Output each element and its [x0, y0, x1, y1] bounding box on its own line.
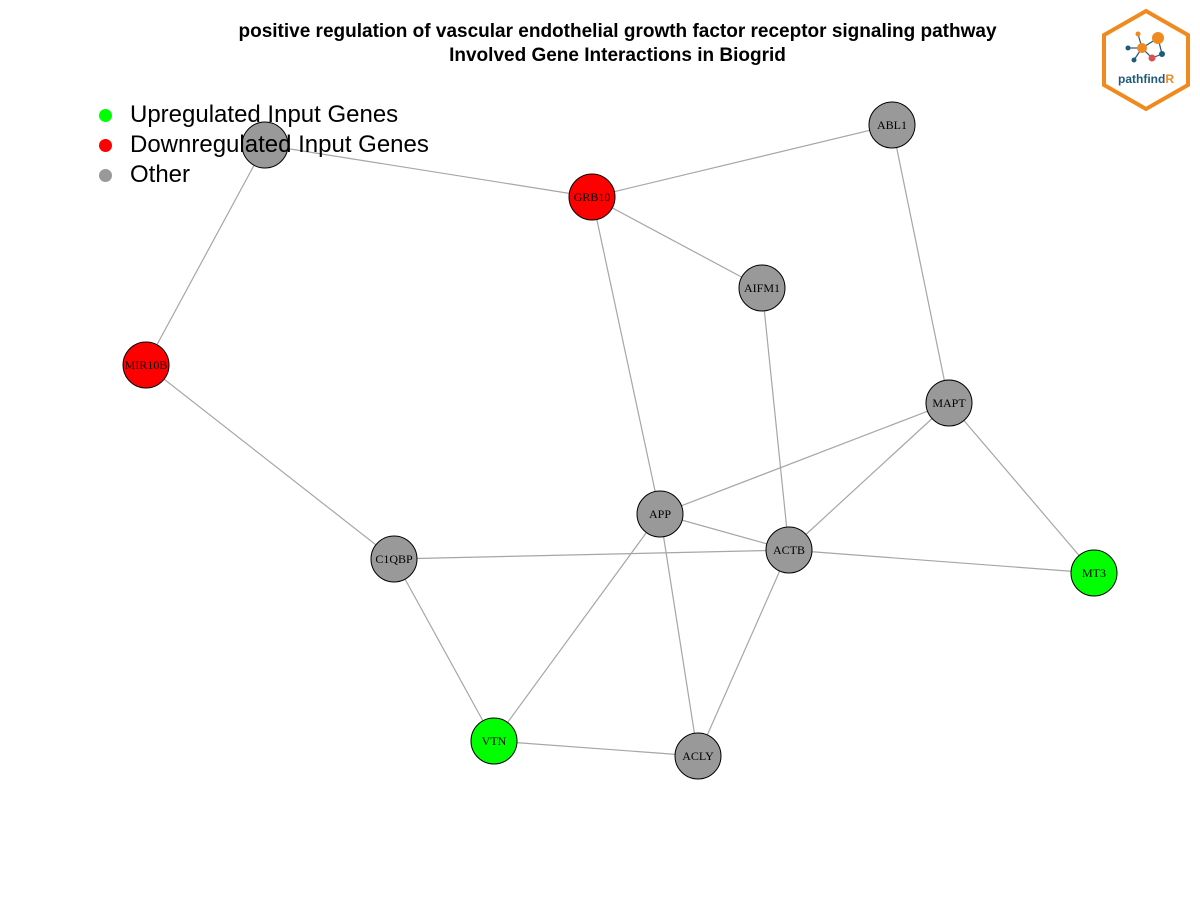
title-line-1: positive regulation of vascular endothel… — [238, 21, 997, 42]
network-hexagon-icon — [1102, 8, 1190, 112]
edge-mapt-actb — [788, 402, 950, 551]
edge-mapt-app — [659, 402, 950, 515]
node-aifm1: AIFM1 — [738, 264, 786, 312]
node-label-abl1: ABL1 — [877, 118, 907, 132]
node-c1qbp: C1QBP — [370, 535, 418, 583]
edge-app-acly — [659, 513, 699, 757]
edge-app-vtn — [493, 513, 661, 742]
legend-dot-up — [99, 108, 112, 122]
legend-item-down: Downregulated Input Genes — [96, 130, 429, 160]
logo-text-main: pathfind — [1118, 72, 1166, 86]
node-label-actb: ACTB — [773, 543, 805, 557]
edge-c1qbp-vtn — [393, 558, 495, 742]
node-circle-mir10b — [122, 341, 170, 389]
node-circle-aifm1 — [738, 264, 786, 312]
logo-text: pathfindR — [1100, 72, 1192, 86]
node-circle-hidden — [241, 121, 289, 169]
edge-hidden-mir10b — [145, 144, 266, 366]
edge-grb10-app — [591, 196, 661, 515]
node-hidden — [241, 121, 289, 169]
node-mapt: MAPT — [925, 379, 973, 427]
edge-actb-mt3 — [788, 549, 1095, 574]
node-label-grb10: GRB10 — [574, 190, 611, 204]
node-circle-grb10 — [568, 173, 616, 221]
node-label-mapt: MAPT — [932, 396, 966, 410]
node-label-mir10b: MIR10B — [125, 358, 168, 372]
legend-label-up: Upregulated Input Genes — [130, 101, 399, 128]
edge-actb-acly — [697, 549, 790, 757]
node-acly: ACLY — [674, 732, 722, 780]
edge-aifm1-actb — [761, 287, 790, 551]
edge-abl1-mapt — [891, 124, 950, 404]
node-circle-mt3 — [1070, 549, 1118, 597]
legend-dot-down — [99, 138, 112, 152]
legend-label-other: Other — [130, 161, 191, 188]
legend-item-up: Upregulated Input Genes — [96, 100, 429, 130]
legend-item-other: Other — [96, 160, 429, 190]
node-label-mt3: MT3 — [1082, 566, 1106, 580]
edge-mapt-mt3 — [948, 402, 1095, 574]
node-circle-vtn — [470, 717, 518, 765]
node-circle-abl1 — [868, 101, 916, 149]
edge-hidden-grb10 — [264, 144, 593, 198]
edge-layer — [145, 124, 1095, 757]
node-label-app: APP — [649, 507, 671, 521]
edge-grb10-abl1 — [591, 124, 893, 198]
edge-grb10-aifm1 — [591, 196, 763, 289]
chart-title: positive regulation of vascular endothel… — [0, 20, 1200, 68]
node-label-aifm1: AIFM1 — [744, 281, 780, 295]
node-app: APP — [636, 490, 684, 538]
legend: Upregulated Input Genes Downregulated In… — [96, 100, 429, 190]
edge-vtn-acly — [493, 740, 699, 757]
node-circle-c1qbp — [370, 535, 418, 583]
node-actb: ACTB — [765, 526, 813, 574]
node-abl1: ABL1 — [868, 101, 916, 149]
node-label-vtn: VTN — [482, 734, 507, 748]
node-circle-acly — [674, 732, 722, 780]
edge-actb-c1qbp — [393, 549, 790, 560]
node-vtn: VTN — [470, 717, 518, 765]
node-circle-mapt — [925, 379, 973, 427]
node-circle-app — [636, 490, 684, 538]
edge-mir10b-c1qbp — [145, 364, 395, 560]
node-mir10b: MIR10B — [122, 341, 170, 389]
title-line-2: Involved Gene Interactions in Biogrid — [449, 45, 786, 66]
legend-label-down: Downregulated Input Genes — [130, 131, 429, 158]
node-mt3: MT3 — [1070, 549, 1118, 597]
legend-dot-other — [99, 168, 112, 182]
node-label-acly: ACLY — [682, 749, 714, 763]
node-grb10: GRB10 — [568, 173, 616, 221]
node-label-c1qbp: C1QBP — [375, 552, 413, 566]
logo-text-accent: R — [1165, 72, 1174, 86]
pathfindr-logo: pathfindR — [1100, 8, 1192, 112]
node-circle-actb — [765, 526, 813, 574]
